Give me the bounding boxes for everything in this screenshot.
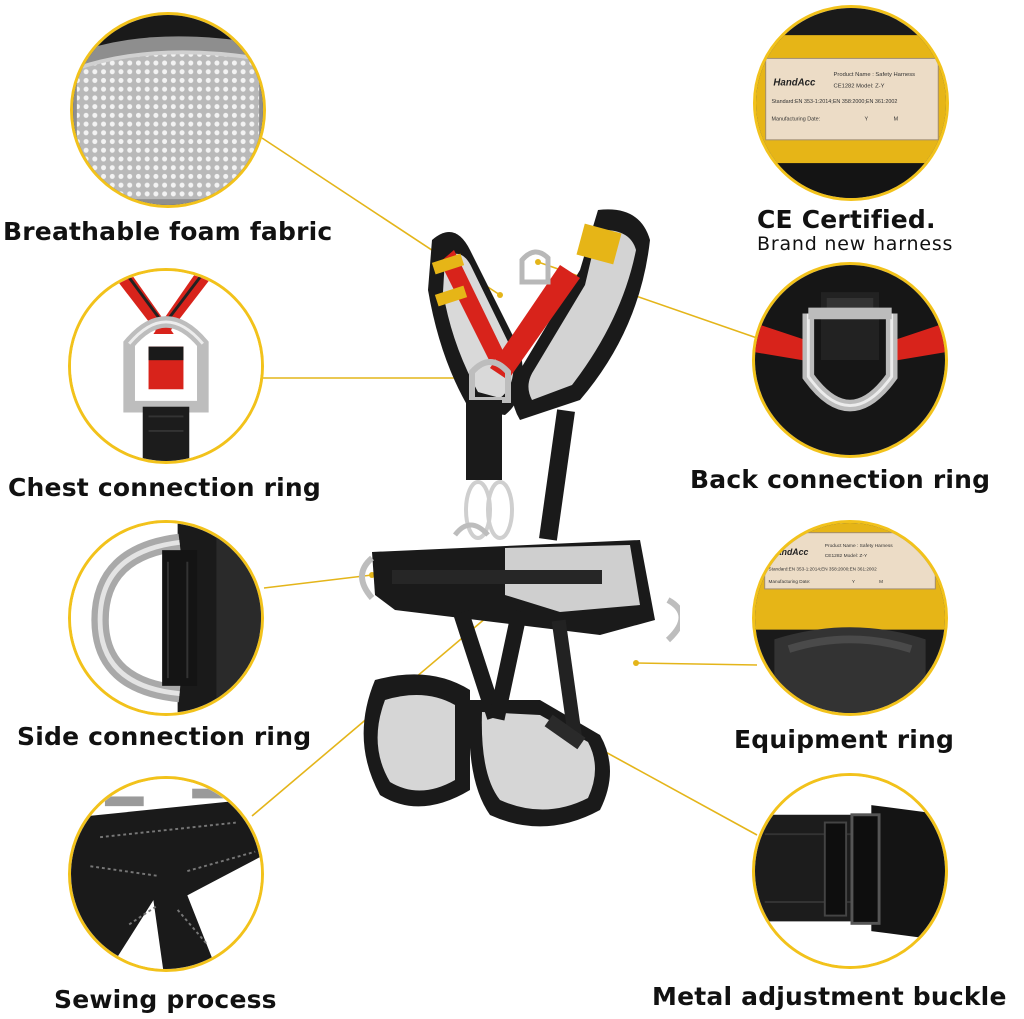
tag-standard-2: Standard:EN 353-1:2014;EN 358:2000;EN 36…	[769, 567, 878, 572]
tag-brand-2: HandAcc	[771, 547, 809, 557]
tag-year: Y	[865, 116, 869, 122]
sewing-photo	[68, 776, 264, 972]
tag-month: M	[894, 116, 899, 122]
back-ring-photo	[752, 262, 948, 458]
tag-brand: HandAcc	[773, 78, 816, 89]
buckle-photo	[752, 773, 948, 969]
label-metal-buckle: Metal adjustment buckle	[652, 982, 1007, 1011]
label-ce-certified: CE Certified.	[757, 205, 936, 234]
tag-manufacturing: Manufacturing Date:	[772, 116, 821, 122]
label-side-ring: Side connection ring	[17, 722, 312, 751]
tag-standard: Standard:EN 353-1:2014;EN 358:2000;EN 36…	[772, 99, 898, 105]
ce-tag-photo: HandAcc Product Name : Safety Harness CE…	[753, 5, 949, 201]
tag-manufacturing-2: Manufacturing Date:	[769, 579, 811, 584]
chest-ring-photo	[68, 268, 264, 464]
label-sewing: Sewing process	[54, 985, 277, 1014]
tag-month-2: M	[879, 579, 883, 584]
tag-model-2: CE1282 Model: Z-Y	[825, 553, 868, 559]
tag-product: Product Name : Safety Harness	[834, 72, 916, 78]
harness-illustration	[359, 209, 680, 827]
tag-model: CE1282 Model: Z-Y	[834, 83, 885, 89]
label-back-ring: Back connection ring	[690, 465, 991, 494]
equipment-ring-photo: HandAcc Product Name : Safety Harness CE…	[752, 520, 948, 716]
label-brand-new: Brand new harness	[757, 233, 954, 255]
tag-product-2: Product Name : Safety Harness	[825, 543, 893, 549]
label-equipment-ring: Equipment ring	[734, 725, 955, 754]
tag-year-2: Y	[852, 579, 855, 584]
label-chest-ring: Chest connection ring	[8, 473, 321, 502]
side-ring-photo	[68, 520, 264, 716]
label-foam-fabric: Breathable foam fabric	[3, 217, 333, 246]
foam-fabric-photo	[70, 12, 266, 208]
